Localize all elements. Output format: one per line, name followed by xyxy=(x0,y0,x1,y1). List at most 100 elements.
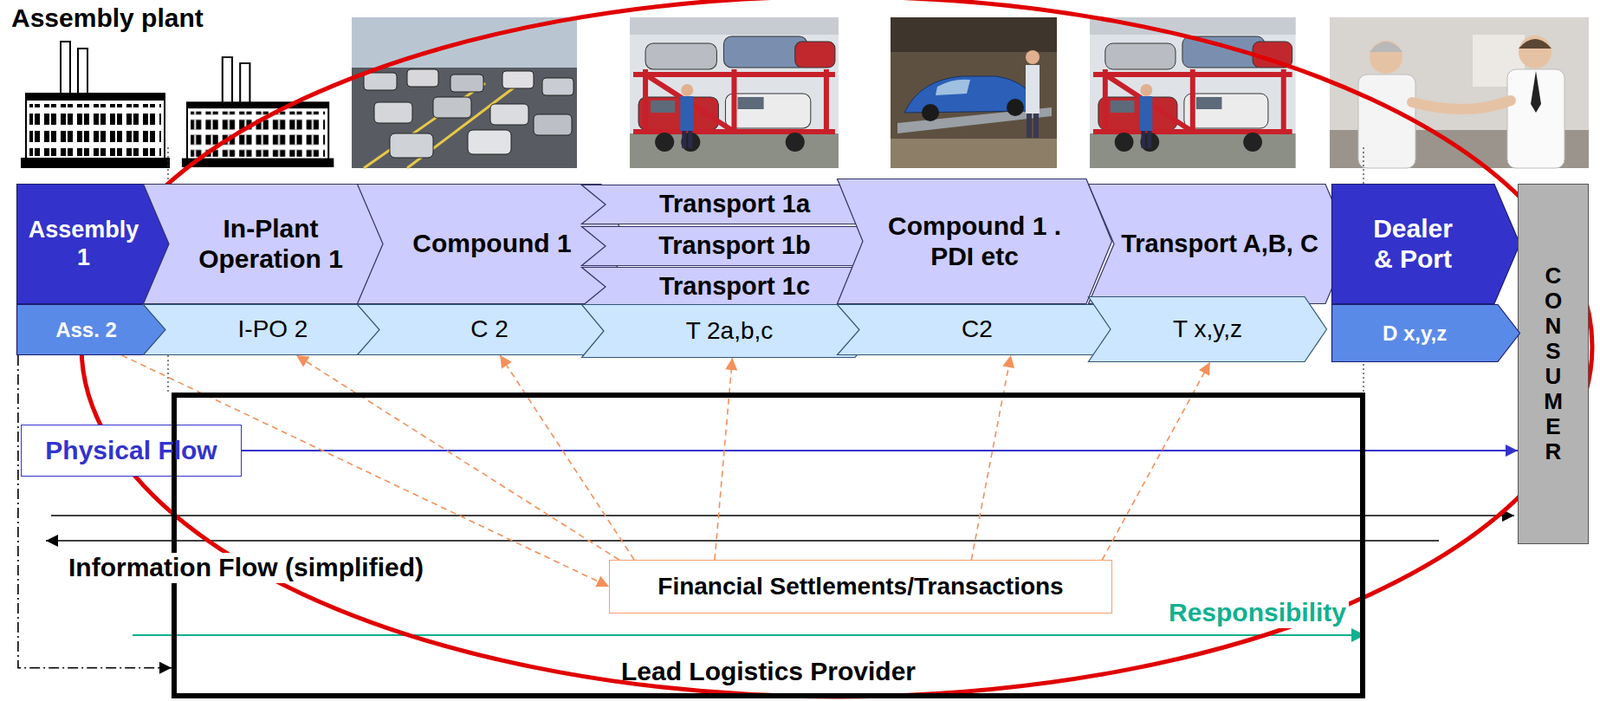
factory-icon xyxy=(20,41,170,169)
flow-label: Information Flow (simplified) xyxy=(65,552,427,583)
handshake-photo xyxy=(1463,100,1511,110)
chevron-outline xyxy=(837,304,1118,356)
inspection-photo xyxy=(935,79,971,96)
handshake-photo xyxy=(1530,71,1542,113)
node-text: Transport A,B, C xyxy=(1120,229,1319,259)
car-transporter-photo xyxy=(629,17,839,169)
transport-chevron: Transport A,B, C xyxy=(1088,183,1352,305)
node-text: Lead Logistics Provider xyxy=(621,656,916,687)
chevron-outline xyxy=(1332,184,1521,305)
node-text: Dealer & Port xyxy=(1373,213,1453,274)
traffic-photo xyxy=(467,129,512,155)
transport-chevron: Transport 1b xyxy=(581,226,888,266)
flow-label: Information Flow (simplified) xyxy=(65,552,427,583)
inspection-photo xyxy=(1033,113,1039,138)
traffic-photo xyxy=(542,77,574,96)
handshake-photo xyxy=(1329,17,1589,169)
traffic-photo xyxy=(502,71,534,89)
node-text: Physical Flow xyxy=(45,435,217,467)
chevron-outline xyxy=(582,304,878,358)
physical-flow-arrow xyxy=(241,449,1518,452)
handshake-photo xyxy=(1518,38,1552,49)
chevron-outline xyxy=(1088,184,1352,305)
flow-label-box: Physical Flow xyxy=(20,424,242,477)
node-text: Compound 1 . PDI etc xyxy=(879,211,1070,272)
responsibility-label: Responsibility xyxy=(1165,597,1349,629)
handshake-photo xyxy=(1518,35,1552,69)
dealer-chevron: Dealer & Port xyxy=(1331,183,1521,305)
process-chevron: Compound 1 . PDI etc xyxy=(836,178,1113,305)
scope-ellipse xyxy=(81,0,1593,697)
node-text: I-PO 2 xyxy=(238,315,309,344)
traffic-photo xyxy=(389,133,434,158)
traffic-photo xyxy=(450,74,484,92)
inspection-photo xyxy=(1006,98,1024,117)
node-text: Ass. 2 xyxy=(55,317,117,343)
inspection-photo xyxy=(890,138,1057,169)
node-text: Transport 1c xyxy=(659,272,810,301)
handshake-photo xyxy=(1358,74,1416,169)
settlement-arrow xyxy=(499,355,635,560)
plant-heading: Assembly plant xyxy=(8,3,207,34)
traffic-photo xyxy=(363,72,397,91)
handshake-photo xyxy=(1412,102,1463,110)
chevron-outline xyxy=(1332,304,1521,363)
responsibility-label: Responsibility xyxy=(1165,597,1349,629)
traffic-photo xyxy=(407,69,439,87)
inspection-photo xyxy=(890,17,1057,52)
sub-process-chevron: T 2a,b,c xyxy=(581,304,878,358)
node-text: Compound 1 xyxy=(412,228,571,260)
node-text: Financial Settlements/Transactions xyxy=(657,572,1063,601)
information-flow-arrows xyxy=(51,514,1515,517)
sub-process-chevron: T x,y,z xyxy=(1088,296,1328,363)
traffic-photo xyxy=(363,83,520,169)
chevron-outline xyxy=(1088,297,1328,363)
chevron-outline xyxy=(837,179,1113,305)
handshake-photo xyxy=(1329,17,1589,169)
provider-frame: Lead Logistics Provider Financial Settlem… xyxy=(171,392,1366,699)
handshake-photo xyxy=(1507,69,1565,169)
sub-process-chevron: C 2 xyxy=(356,304,622,356)
settlement-arrow xyxy=(714,357,732,560)
sub-process-chevron: C2 xyxy=(836,304,1118,356)
node-text: T x,y,z xyxy=(1172,315,1243,344)
chevron-outline xyxy=(582,226,888,266)
sub-dealer-chevron: D x,y,z xyxy=(1331,304,1521,363)
traffic-photo xyxy=(533,114,572,136)
node-text: Assembly 1 xyxy=(23,216,144,271)
process-chevron: In-Plant Operation 1 xyxy=(142,183,399,305)
node-text: Transport 1b xyxy=(658,231,811,260)
inspection-photo xyxy=(1025,50,1040,65)
information-flow-arrows xyxy=(45,515,1515,541)
settlement-arrow xyxy=(971,355,1011,560)
node-text: CONSUMER xyxy=(1541,263,1565,466)
inspection-photo xyxy=(890,17,1057,169)
handshake-photo xyxy=(1369,40,1403,74)
plant-heading: Assembly plant xyxy=(8,3,207,34)
chevron-outline xyxy=(357,184,628,305)
information-flow-arrows xyxy=(45,539,1439,542)
handshake-photo xyxy=(1369,41,1403,52)
node-text: T 2a,b,c xyxy=(686,317,774,345)
traffic-photo xyxy=(490,103,529,125)
inspection-photo xyxy=(890,17,1057,169)
control-arrow xyxy=(18,355,172,668)
chevron-outline xyxy=(143,184,399,305)
inspection-photo xyxy=(1025,64,1040,114)
responsibility-arrow xyxy=(132,634,1366,636)
traffic-photo xyxy=(374,102,413,124)
consumer-box: CONSUMER xyxy=(1517,183,1589,545)
node-text: C 2 xyxy=(470,315,509,344)
scope-ellipse xyxy=(81,0,1593,697)
settlement-arrow xyxy=(296,355,620,560)
settlement-box: Financial Settlements/Transactions xyxy=(608,559,1113,614)
chevron-outline xyxy=(357,304,622,356)
inspection-photo xyxy=(921,103,940,122)
traffic-photo xyxy=(433,97,472,118)
node-text: C2 xyxy=(961,315,993,344)
node-text: D x,y,z xyxy=(1382,321,1447,346)
responsibility-arrow xyxy=(132,634,1366,636)
inspection-photo xyxy=(1026,113,1032,138)
